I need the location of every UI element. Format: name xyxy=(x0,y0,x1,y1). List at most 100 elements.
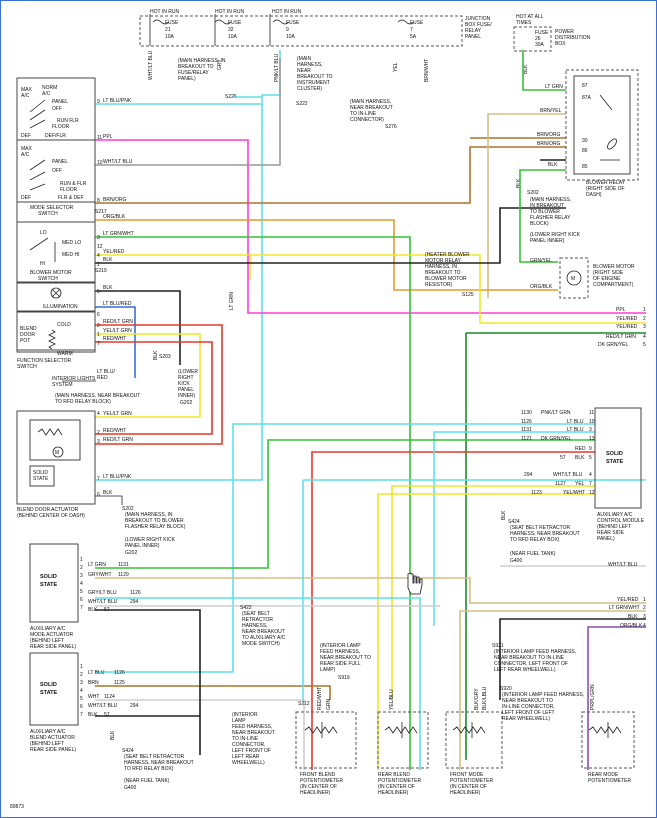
svg-text:1: 1 xyxy=(97,262,100,268)
svg-text:REAR SIDE PANEL): REAR SIDE PANEL) xyxy=(30,644,76,650)
svg-text:AUXILIARY A/C: AUXILIARY A/C xyxy=(597,512,633,518)
svg-text:WARM: WARM xyxy=(57,351,73,357)
svg-text:RESISTOR): RESISTOR) xyxy=(425,282,452,288)
svg-text:LEFT FRONT OF LEFT: LEFT FRONT OF LEFT xyxy=(502,710,555,716)
svg-text:10: 10 xyxy=(589,419,595,425)
svg-text:KICK: KICK xyxy=(178,381,190,387)
svg-text:12: 12 xyxy=(589,490,595,496)
wire-label: LT BLU/PNK xyxy=(103,98,132,104)
svg-text:CONTROL MODULE: CONTROL MODULE xyxy=(597,518,645,524)
note-interior-lights: LT BLU/ RED INTERIOR LIGHTS SYSTEM (MAIN… xyxy=(52,369,140,405)
svg-text:NORM: NORM xyxy=(42,85,57,91)
svg-text:S217: S217 xyxy=(95,209,107,215)
svg-text:S424: S424 xyxy=(122,748,134,754)
svg-text:POTENTIOMETER: POTENTIOMETER xyxy=(450,778,493,784)
svg-text:S202: S202 xyxy=(527,190,539,196)
svg-text:SWITCH: SWITCH xyxy=(38,211,58,217)
svg-text:S921: S921 xyxy=(492,643,504,649)
svg-text:8: 8 xyxy=(97,198,100,204)
svg-text:NEAR BREAKOUT TO: NEAR BREAKOUT TO xyxy=(320,655,371,661)
svg-text:1126: 1126 xyxy=(114,670,125,676)
svg-text:G202: G202 xyxy=(180,400,192,406)
svg-text:PANEL INNER): PANEL INNER) xyxy=(530,238,565,244)
svg-text:YEL/RED: YEL/RED xyxy=(616,324,638,330)
svg-text:BREAKOUT TO: BREAKOUT TO xyxy=(297,74,333,80)
svg-text:2: 2 xyxy=(97,323,100,329)
svg-text:2: 2 xyxy=(80,565,83,571)
svg-text:GRY/LT BLU: GRY/LT BLU xyxy=(88,590,117,596)
svg-text:(SEAT BELT RETRACTOR: (SEAT BELT RETRACTOR xyxy=(124,754,184,760)
svg-text:S219: S219 xyxy=(95,268,107,274)
svg-text:YEL/RED: YEL/RED xyxy=(617,597,639,603)
svg-text:BLK: BLK xyxy=(88,607,98,613)
svg-text:BLK: BLK xyxy=(110,730,116,740)
svg-text:A/C: A/C xyxy=(42,91,51,97)
svg-text:3: 3 xyxy=(97,439,100,445)
wire-label-blk-cont: BLK xyxy=(516,178,522,188)
svg-text:LAMP): LAMP) xyxy=(320,667,336,673)
svg-text:BLK: BLK xyxy=(103,285,113,291)
svg-text:CLUSTER): CLUSTER) xyxy=(297,86,322,92)
blend-door-pot: BLEND DOOR POT COLD WARM 6 2 1 7 FUNCTIO… xyxy=(16,311,100,370)
svg-text:REAR SIDE PANEL): REAR SIDE PANEL) xyxy=(30,747,76,753)
svg-text:HARNESS, NEAR BREAKOUT: HARNESS, NEAR BREAKOUT xyxy=(124,760,194,766)
svg-text:57: 57 xyxy=(560,455,566,461)
wires xyxy=(95,50,646,770)
svg-text:G400: G400 xyxy=(124,785,136,791)
wire-red-long xyxy=(311,451,595,770)
svg-text:OFF: OFF xyxy=(52,106,62,112)
wire-label-yel: YEL xyxy=(393,62,399,72)
svg-text:G202: G202 xyxy=(125,550,137,556)
svg-text:MAX: MAX xyxy=(21,87,33,93)
wire-label-blk-pd: BLK xyxy=(523,64,529,74)
svg-text:2: 2 xyxy=(643,605,646,611)
svg-text:MODE ACTUATOR: MODE ACTUATOR xyxy=(30,632,74,638)
svg-text:NEAR: NEAR xyxy=(297,68,311,74)
svg-text:COLD: COLD xyxy=(57,322,71,328)
svg-text:NEAR BREAKOUT: NEAR BREAKOUT xyxy=(350,105,393,111)
svg-text:BLK: BLK xyxy=(88,712,98,718)
svg-text:S920: S920 xyxy=(500,686,512,692)
svg-text:BRN/ORG: BRN/ORG xyxy=(103,197,126,203)
svg-text:YEL/RED: YEL/RED xyxy=(616,316,638,322)
svg-text:4: 4 xyxy=(643,334,646,340)
svg-text:S203: S203 xyxy=(159,354,171,360)
svg-text:CONNECTOR): CONNECTOR) xyxy=(350,117,384,123)
svg-text:BREAKOUT TO: BREAKOUT TO xyxy=(425,270,461,276)
svg-text:BLOCK): BLOCK) xyxy=(530,221,549,227)
svg-text:(LOWER RIGHT KICK: (LOWER RIGHT KICK xyxy=(530,232,581,238)
svg-text:RED/WHT: RED/WHT xyxy=(103,336,126,342)
wire-lt-grn-wht xyxy=(95,236,411,770)
svg-text:5: 5 xyxy=(589,455,592,461)
svg-text:TO AUXILIARY A/C: TO AUXILIARY A/C xyxy=(242,635,286,641)
wire-label-wht-lt-blu: WHT/LT BLU xyxy=(148,50,154,80)
svg-text:BREAKOUT TO BLOWER: BREAKOUT TO BLOWER xyxy=(125,518,184,524)
svg-text:7: 7 xyxy=(80,712,83,718)
svg-text:RED/WHT: RED/WHT xyxy=(103,428,126,434)
svg-text:A/C: A/C xyxy=(21,93,30,99)
svg-text:MAX: MAX xyxy=(21,146,33,152)
svg-text:PANEL: PANEL xyxy=(465,34,481,40)
svg-text:1124: 1124 xyxy=(104,694,115,700)
svg-text:4: 4 xyxy=(589,472,592,478)
svg-text:7: 7 xyxy=(97,341,100,347)
svg-text:(MAIN HARNESS, IN: (MAIN HARNESS, IN xyxy=(178,58,226,64)
hot-in-run-label-3: HOT IN RUN xyxy=(272,9,301,15)
svg-text:CONNECTOR,: CONNECTOR, xyxy=(232,742,266,748)
note-seat-belt-2: S422 (SEAT BELT RETRACTOR HARNESS, NEAR … xyxy=(240,605,286,647)
figure-id: 89873 xyxy=(10,804,24,810)
svg-text:BLK: BLK xyxy=(575,455,585,461)
svg-text:(MAIN HARNESS, IN: (MAIN HARNESS, IN xyxy=(125,512,173,518)
svg-text:WHT/LT BLU: WHT/LT BLU xyxy=(88,703,118,709)
svg-text:FLOOR: FLOOR xyxy=(52,124,70,130)
svg-text:7: 7 xyxy=(80,605,83,611)
svg-text:3: 3 xyxy=(80,573,83,579)
svg-text:BOX FUSE/: BOX FUSE/ xyxy=(465,22,492,28)
svg-text:RED/LT GRN: RED/LT GRN xyxy=(103,437,133,443)
svg-text:PANEL: PANEL xyxy=(52,99,68,105)
svg-text:BRN/ORG: BRN/ORG xyxy=(537,132,560,138)
blend-door-actuator: M SOLID STATE BLEND DOOR ACTUATOR (BEHIN… xyxy=(16,410,100,519)
svg-text:6: 6 xyxy=(97,492,100,498)
svg-text:TO IN-LINE: TO IN-LINE xyxy=(232,736,259,742)
note-main-flasher: S202 (MAIN HARNESS, IN BREAKOUT TO BLOWE… xyxy=(527,190,581,244)
